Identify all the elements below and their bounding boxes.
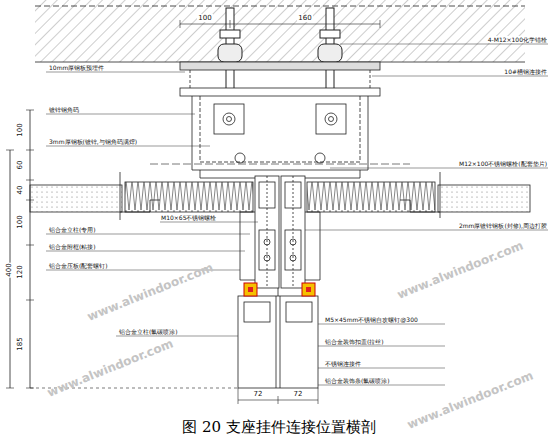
dimension: 60 bbox=[16, 160, 24, 171]
part-label: 镀锌钢角码 bbox=[48, 106, 80, 113]
figure-caption: 图 20 支座挂件连接位置横剖 bbox=[182, 418, 376, 436]
watermark: www.alwindoor.com bbox=[405, 371, 534, 429]
part-label: 10mm厚钢板预埋件 bbox=[48, 64, 105, 71]
part-label: 10#槽钢连接件 bbox=[503, 68, 548, 75]
dimension: 120 bbox=[16, 264, 24, 279]
dimension: 100 bbox=[16, 214, 24, 229]
part-label: 铝合金装饰扣盖(拉丝) bbox=[324, 338, 385, 345]
part-label: 4-M12×100化学锚栓 bbox=[487, 36, 548, 43]
dimension: 100 bbox=[197, 14, 212, 22]
part-label: 3mm厚钢板(镀锌,与钢角码满焊) bbox=[48, 138, 138, 145]
dimension: 40 bbox=[16, 185, 24, 196]
part-label: M5×45mm不锈钢自攻螺钉@300 bbox=[324, 316, 419, 323]
watermark: www.alwindoor.com bbox=[395, 241, 524, 299]
part-label: M12×100不锈钢螺栓(配套垫片) bbox=[458, 160, 548, 167]
part-label: 铝合金立柱(专用) bbox=[48, 226, 97, 233]
part-label: 铝合金压板(配套螺钉) bbox=[48, 262, 109, 269]
dimension: 72 bbox=[293, 390, 304, 398]
part-label: 铝合金立柱(氟碳喷涂) bbox=[118, 328, 179, 335]
part-label: 2mm厚镀锌钢板(封修),周边打胶 bbox=[458, 222, 548, 229]
dimension: 185 bbox=[16, 336, 24, 351]
part-label: 不锈钢连接件 bbox=[324, 360, 362, 367]
dimension: 400 bbox=[5, 262, 13, 277]
part-label: M10×65不锈钢螺栓 bbox=[160, 214, 217, 221]
watermark: www.alwindoor.com bbox=[85, 263, 214, 321]
part-label: 铝合金附框(粘接) bbox=[48, 243, 97, 250]
dimension: 100 bbox=[16, 122, 24, 137]
dimension: 72 bbox=[253, 390, 264, 398]
dimension: 160 bbox=[297, 14, 312, 22]
part-label: 铝合金装饰条(氟碳喷涂) bbox=[324, 377, 391, 384]
